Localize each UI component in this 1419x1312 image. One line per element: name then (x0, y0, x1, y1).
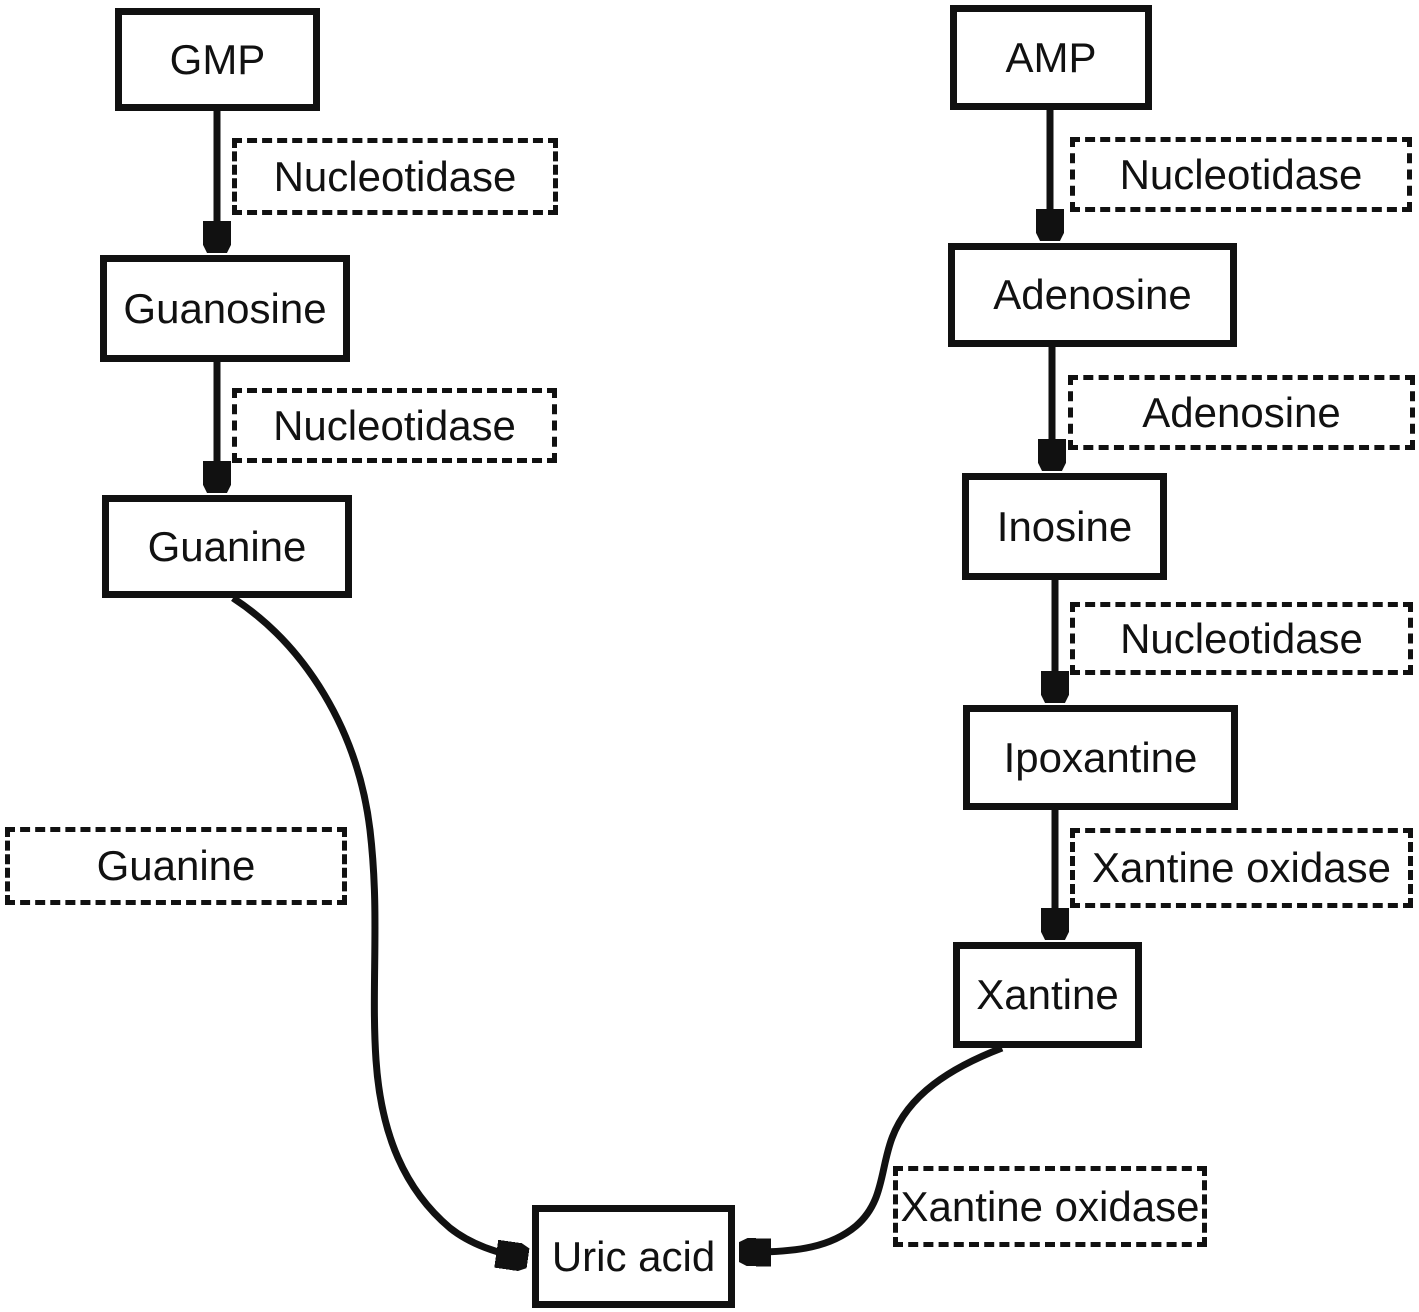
enzyme-label: Xantine oxidase (900, 1182, 1200, 1230)
node-inosine: Inosine (962, 473, 1167, 580)
enzyme-box-nucleotidase-gmp: Nucleotidase (232, 138, 558, 215)
node-xantine-label: Xantine (976, 971, 1119, 1018)
enzyme-box-guanine: Guanine (5, 827, 347, 905)
enzyme-box-nucleotidase-amp: Nucleotidase (1070, 137, 1412, 212)
enzyme-label: Adenosine (1142, 388, 1341, 436)
arrow-guanine-to-uric-acid (231, 595, 526, 1258)
enzyme-label: Nucleotidase (1120, 614, 1363, 662)
enzyme-box-nucleotidase-inosine: Nucleotidase (1070, 602, 1413, 675)
node-adenosine: Adenosine (948, 243, 1237, 347)
enzyme-label: Xantine oxidase (1092, 844, 1391, 891)
enzyme-box-nucleotidase-guanosine: Nucleotidase (232, 388, 557, 463)
node-ipoxantine: Ipoxantine (963, 705, 1238, 810)
node-ipoxantine-label: Ipoxantine (1003, 733, 1198, 781)
enzyme-box-adenosine: Adenosine (1068, 375, 1415, 450)
node-amp-label: AMP (1005, 33, 1097, 81)
node-uric-acid-label: Uric acid (551, 1232, 716, 1280)
node-adenosine-label: Adenosine (993, 271, 1192, 318)
node-inosine-label: Inosine (996, 502, 1133, 550)
node-gmp: GMP (115, 8, 320, 111)
enzyme-box-xantine-oxidase-lower: Xantine oxidase (893, 1166, 1207, 1247)
node-xantine: Xantine (953, 942, 1142, 1048)
node-amp: AMP (950, 5, 1152, 110)
node-guanine-label: Guanine (147, 522, 307, 570)
enzyme-label: Nucleotidase (273, 401, 516, 449)
node-guanosine: Guanosine (100, 255, 350, 362)
node-guanine: Guanine (102, 495, 352, 598)
node-uric-acid: Uric acid (532, 1205, 735, 1308)
node-guanosine-label: Guanosine (123, 284, 327, 332)
enzyme-label: Nucleotidase (273, 152, 517, 200)
node-gmp-label: GMP (169, 35, 266, 83)
enzyme-label: Guanine (96, 842, 256, 889)
enzyme-label: Nucleotidase (1119, 150, 1363, 198)
enzyme-box-xantine-oxidase-upper: Xantine oxidase (1070, 828, 1413, 908)
